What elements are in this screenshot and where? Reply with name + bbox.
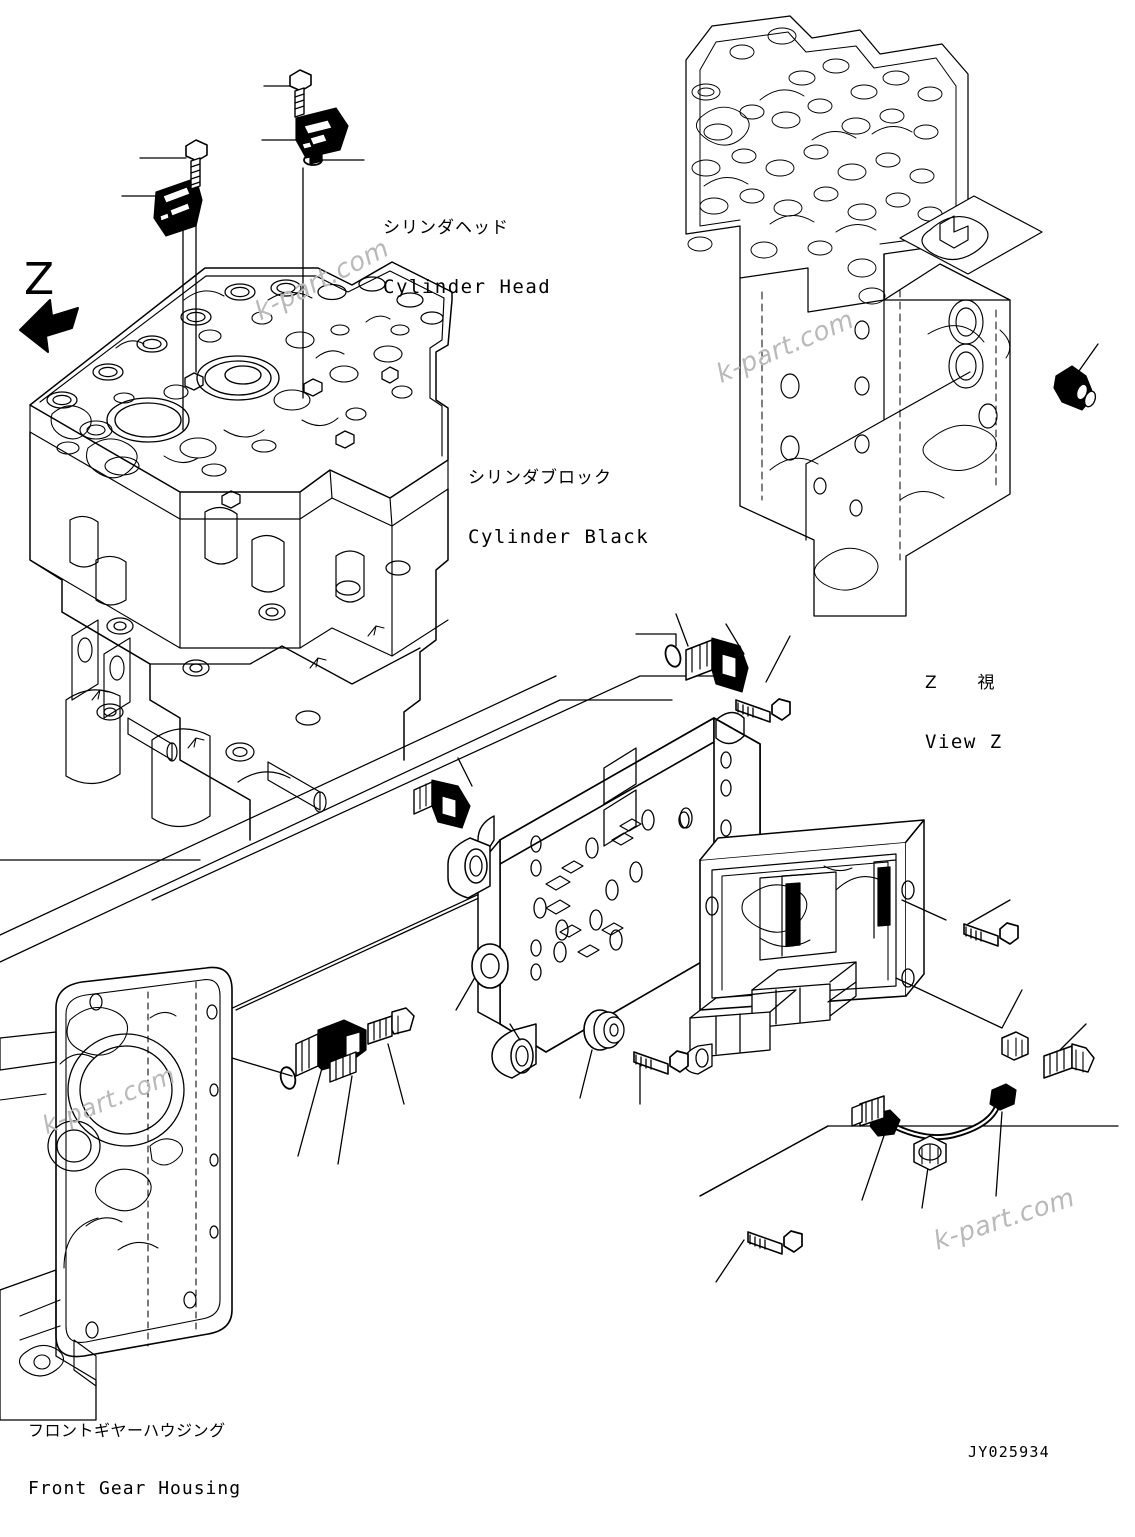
ground-cable xyxy=(869,1083,1017,1141)
label-cylinder-head: シリンダヘッド Cylinder Head xyxy=(383,180,551,336)
bracket-spacer-left xyxy=(471,943,509,989)
bracket-spacer-center xyxy=(583,1009,625,1051)
label-front-gear-housing: フロントギヤーハウジング Front Gear Housing xyxy=(28,1384,241,1537)
view-z-engine xyxy=(685,15,1043,617)
housing-sensor xyxy=(295,1019,367,1083)
ground-nut-upper xyxy=(1001,1031,1029,1061)
label-cylinder-head-en: Cylinder Head xyxy=(383,275,552,298)
parts-diagram-sheet: k-part.com k-part.com k-part.com k-part.… xyxy=(0,15,1119,1500)
diagram-linework xyxy=(0,15,1119,1421)
label-view-z-jp: Z 視 xyxy=(925,672,1005,693)
drawing-number: JY025934 xyxy=(968,1443,1050,1461)
ground-bolt-right xyxy=(1043,1043,1095,1079)
view-z-arrow xyxy=(19,299,79,353)
bracket-top-sensor xyxy=(685,637,749,693)
cylinder-head-body xyxy=(29,261,453,527)
engine-controller xyxy=(683,819,925,1075)
label-front-gear-housing-jp: フロントギヤーハウジング xyxy=(28,1420,226,1440)
view-z-sensor xyxy=(1053,365,1097,411)
label-view-z: Z 視 View Z xyxy=(925,635,1004,791)
head-sensor-left xyxy=(153,177,203,237)
head-sensor-right xyxy=(295,107,349,165)
label-cylinder-block-jp: シリンダブロック xyxy=(468,467,612,488)
label-front-gear-housing-en: Front Gear Housing xyxy=(28,1478,242,1500)
ground-bolt-left xyxy=(851,1095,885,1127)
housing-sensor-oring xyxy=(279,1066,297,1090)
bracket-center-bolt xyxy=(633,1050,689,1075)
housing-sensor-bolt xyxy=(367,1007,415,1045)
head-sensor-left-bolt xyxy=(185,139,208,190)
label-view-z-en: View Z xyxy=(925,730,1003,753)
head-sensor-right-oring xyxy=(303,154,323,166)
bracket-left-sensor xyxy=(413,779,471,829)
bracket-lower-bolt xyxy=(747,1230,803,1255)
cylinder-block-body xyxy=(29,431,449,841)
bracket-top-oring xyxy=(664,644,682,668)
label-cylinder-block: シリンダブロック Cylinder Black xyxy=(468,430,649,586)
view-marker-letter: Z xyxy=(24,254,55,305)
front-gear-housing xyxy=(0,966,233,1421)
head-sensor-right-bolt xyxy=(289,69,312,118)
label-cylinder-block-en: Cylinder Black xyxy=(468,525,650,548)
ground-nut-lower xyxy=(913,1135,947,1171)
controller-bolt xyxy=(963,922,1019,947)
mounting-bracket xyxy=(447,711,781,1079)
label-cylinder-head-jp: シリンダヘッド xyxy=(383,217,509,238)
